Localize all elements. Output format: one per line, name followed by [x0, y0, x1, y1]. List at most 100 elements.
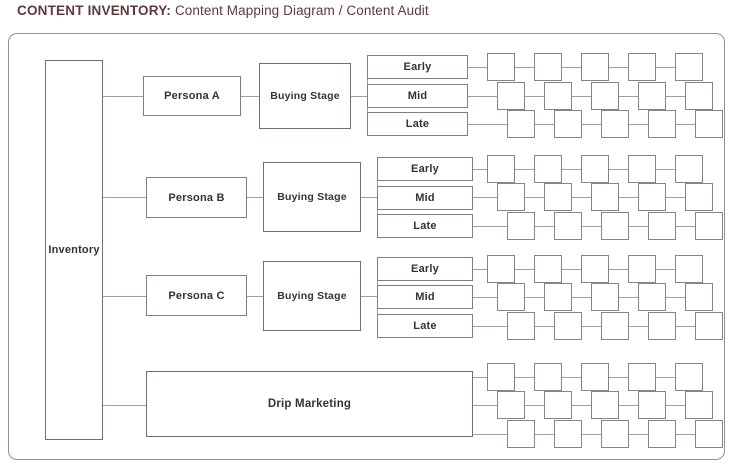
- content-item[interactable]: [544, 183, 572, 211]
- content-item[interactable]: [591, 283, 619, 311]
- edge-content-link: [676, 124, 695, 125]
- node-buying-stage-a[interactable]: Buying Stage: [259, 63, 351, 129]
- content-item[interactable]: [601, 312, 629, 340]
- node-drip-marketing-label: Drip Marketing: [267, 398, 352, 410]
- content-item[interactable]: [487, 53, 515, 81]
- content-item[interactable]: [497, 183, 525, 211]
- content-item[interactable]: [675, 155, 703, 183]
- content-item[interactable]: [648, 312, 676, 340]
- content-item[interactable]: [581, 255, 609, 283]
- content-item[interactable]: [685, 183, 713, 211]
- content-item[interactable]: [487, 255, 515, 283]
- content-item[interactable]: [648, 420, 676, 448]
- content-item[interactable]: [675, 255, 703, 283]
- node-stage-a-late-label: Late: [405, 118, 430, 130]
- edge-content-link: [666, 405, 685, 406]
- content-item[interactable]: [628, 155, 656, 183]
- content-item[interactable]: [675, 363, 703, 391]
- node-persona-c[interactable]: Persona C: [146, 275, 247, 316]
- node-persona-a[interactable]: Persona A: [143, 76, 241, 116]
- node-stage-a-mid[interactable]: Mid: [367, 84, 468, 108]
- node-drip-marketing[interactable]: Drip Marketing: [146, 371, 473, 437]
- content-item[interactable]: [544, 391, 572, 419]
- edge-content-link: [562, 269, 581, 270]
- node-stage-b-mid[interactable]: Mid: [377, 186, 473, 210]
- node-buying-stage-c[interactable]: Buying Stage: [263, 261, 361, 331]
- edge-inventory-to-persona-a: [103, 96, 143, 97]
- content-item[interactable]: [591, 183, 619, 211]
- node-stage-c-early-label: Early: [411, 263, 439, 275]
- node-inventory-label: Inventory: [48, 244, 100, 256]
- content-item[interactable]: [554, 110, 582, 138]
- node-stage-c-late[interactable]: Late: [377, 314, 473, 338]
- content-item[interactable]: [581, 363, 609, 391]
- content-item[interactable]: [544, 82, 572, 110]
- node-stage-b-early[interactable]: Early: [377, 157, 473, 181]
- content-item[interactable]: [638, 183, 666, 211]
- content-item[interactable]: [675, 53, 703, 81]
- content-item[interactable]: [648, 212, 676, 240]
- content-item[interactable]: [497, 283, 525, 311]
- content-item[interactable]: [685, 391, 713, 419]
- content-item[interactable]: [507, 110, 535, 138]
- content-item[interactable]: [534, 363, 562, 391]
- content-item[interactable]: [591, 82, 619, 110]
- edge-content-link: [629, 124, 648, 125]
- content-item[interactable]: [581, 155, 609, 183]
- content-item[interactable]: [638, 283, 666, 311]
- content-item[interactable]: [695, 312, 723, 340]
- content-item[interactable]: [695, 110, 723, 138]
- content-item[interactable]: [554, 212, 582, 240]
- content-item[interactable]: [601, 212, 629, 240]
- edge-content-link: [582, 124, 601, 125]
- content-item[interactable]: [581, 53, 609, 81]
- content-item[interactable]: [507, 420, 535, 448]
- node-stage-b-mid-label: Mid: [415, 192, 435, 204]
- content-item[interactable]: [685, 283, 713, 311]
- node-stage-b-late[interactable]: Late: [377, 214, 473, 238]
- content-item[interactable]: [628, 363, 656, 391]
- content-item[interactable]: [685, 82, 713, 110]
- content-item[interactable]: [554, 312, 582, 340]
- content-item[interactable]: [534, 53, 562, 81]
- node-stage-a-late[interactable]: Late: [367, 112, 468, 136]
- node-persona-a-label: Persona A: [164, 90, 220, 102]
- node-inventory[interactable]: Inventory: [45, 60, 103, 440]
- content-item[interactable]: [507, 312, 535, 340]
- edge-inventory-to-persona-c: [103, 296, 146, 297]
- content-item[interactable]: [638, 391, 666, 419]
- content-item[interactable]: [601, 110, 629, 138]
- content-item[interactable]: [648, 110, 676, 138]
- edge-content-link: [609, 67, 628, 68]
- content-item[interactable]: [554, 420, 582, 448]
- content-item[interactable]: [487, 363, 515, 391]
- content-item[interactable]: [638, 82, 666, 110]
- edge-stage-a-late-to-items: [468, 124, 507, 125]
- node-stage-c-early[interactable]: Early: [377, 257, 473, 281]
- content-item[interactable]: [628, 255, 656, 283]
- content-item[interactable]: [695, 212, 723, 240]
- node-buying-stage-b[interactable]: Buying Stage: [263, 162, 361, 232]
- node-stage-a-early[interactable]: Early: [367, 55, 468, 79]
- content-item[interactable]: [695, 420, 723, 448]
- edge-content-link: [572, 405, 591, 406]
- content-item[interactable]: [628, 53, 656, 81]
- content-item[interactable]: [487, 155, 515, 183]
- content-item[interactable]: [497, 82, 525, 110]
- node-stage-b-early-label: Early: [411, 163, 439, 175]
- node-stage-c-mid[interactable]: Mid: [377, 285, 473, 309]
- content-item[interactable]: [591, 391, 619, 419]
- edge-stage-c-late-to-items: [473, 326, 507, 327]
- content-item[interactable]: [497, 391, 525, 419]
- page-title: CONTENT INVENTORY: Content Mapping Diagr…: [17, 3, 429, 18]
- edge-content-link: [676, 226, 695, 227]
- content-item[interactable]: [601, 420, 629, 448]
- node-persona-b[interactable]: Persona B: [146, 177, 247, 218]
- content-item[interactable]: [534, 155, 562, 183]
- content-item[interactable]: [534, 255, 562, 283]
- content-item[interactable]: [544, 283, 572, 311]
- content-item[interactable]: [507, 212, 535, 240]
- edge-content-link: [629, 326, 648, 327]
- edge-drip-to-items-mid: [473, 405, 497, 406]
